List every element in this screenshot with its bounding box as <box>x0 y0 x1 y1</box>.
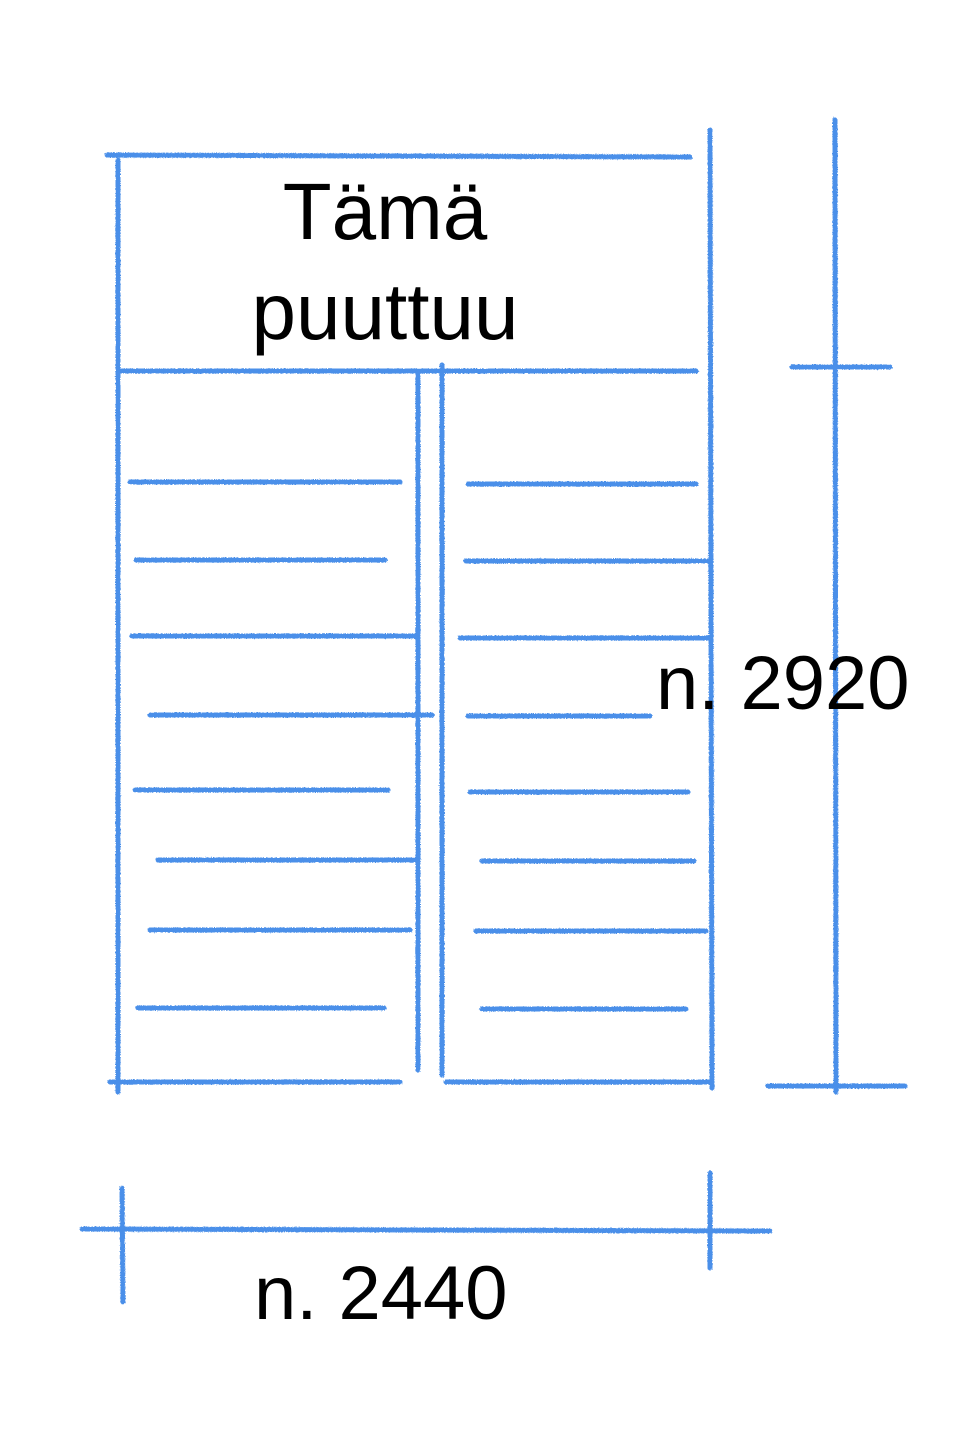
right-column-shelves <box>457 481 713 1012</box>
height-dimension-label: n. 2920 <box>656 641 910 726</box>
center-divider <box>415 362 445 1078</box>
width-dimension-line <box>79 1170 773 1305</box>
width-dimension-label: n. 2440 <box>254 1251 508 1336</box>
missing-section-label-line1: Tämä <box>282 167 488 256</box>
outer-frame <box>104 127 715 1095</box>
height-dimension-line <box>765 117 908 1095</box>
missing-section-label-line2: puuttuu <box>251 267 519 356</box>
left-column-shelves <box>127 479 435 1011</box>
